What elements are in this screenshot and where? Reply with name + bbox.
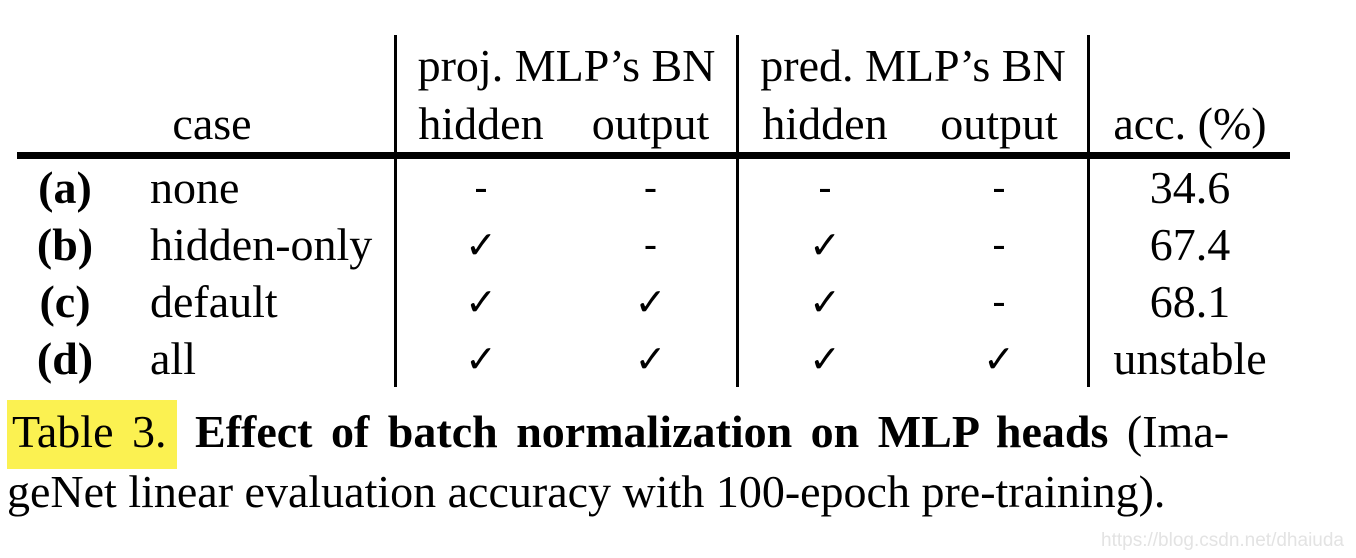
mark-proj-hidden: ✓ [394, 216, 565, 273]
mark-pred-hidden: - [736, 159, 911, 216]
row-label: (c) [39, 276, 91, 327]
mark-pred-hidden: ✓ [736, 273, 911, 330]
header-pred-hidden: hidden [736, 95, 911, 152]
mark-proj-output: - [643, 165, 658, 210]
caption-line2: geNet linear evaluation accuracy with 10… [7, 466, 1166, 517]
mark-proj-output: - [643, 222, 658, 267]
mark-proj-hidden: - [394, 159, 565, 216]
caption-bold-text: Effect of batch normalization on MLP hea… [195, 406, 1109, 457]
mark-proj-hidden: ✓ [394, 330, 565, 387]
csdn-watermark: https://blog.csdn.net/dhaiuda [1101, 530, 1344, 551]
mark-pred-output: - [992, 222, 1006, 267]
mark-pred-hidden: ✓ [736, 330, 911, 387]
bn-ablation-table: proj. MLP’s BN pred. MLP’s BN case hidde… [0, 35, 1290, 387]
mark-proj-output: ✓ [634, 336, 667, 381]
row-label: (b) [36, 219, 94, 270]
acc-cell: 67.4 [1087, 216, 1290, 273]
case-cell: none [150, 162, 240, 213]
caption-label-highlight: Table 3. [7, 400, 177, 469]
acc-cell: 34.6 [1087, 159, 1290, 216]
colgroup-pred-mlp-bn: pred. MLP’s BN [736, 35, 1087, 95]
acc-cell: 68.1 [1087, 273, 1290, 330]
case-cell: all [150, 333, 196, 384]
colgroup-acc-spacer [1087, 35, 1290, 95]
mark-pred-hidden: ✓ [736, 216, 911, 273]
mark-proj-output: ✓ [634, 279, 667, 324]
table-caption: Table 3. Effect of batch normalization o… [7, 400, 1353, 522]
header-proj-hidden: hidden [394, 95, 565, 152]
case-cell: default [150, 276, 278, 327]
mark-pred-output: ✓ [983, 336, 1015, 381]
header-spacer [0, 35, 394, 95]
mark-pred-output: - [992, 165, 1006, 210]
caption-line1: Table 3. Effect of batch normalization o… [7, 400, 1353, 469]
header-pred-output: output [940, 98, 1058, 149]
mark-proj-hidden: ✓ [394, 273, 565, 330]
case-cell: hidden-only [150, 219, 373, 270]
acc-cell: unstable [1087, 330, 1290, 387]
row-label: (a) [38, 162, 92, 213]
table-midrule [17, 152, 1290, 159]
header-proj-output: output [591, 98, 710, 149]
row-label: (d) [36, 333, 94, 384]
caption-tail: (Ima- [1126, 406, 1230, 457]
header-case: case [172, 98, 252, 149]
colgroup-proj-mlp-bn: proj. MLP’s BN [394, 35, 736, 95]
header-acc: acc. (%) [1087, 95, 1290, 152]
mark-pred-output: - [992, 279, 1006, 324]
